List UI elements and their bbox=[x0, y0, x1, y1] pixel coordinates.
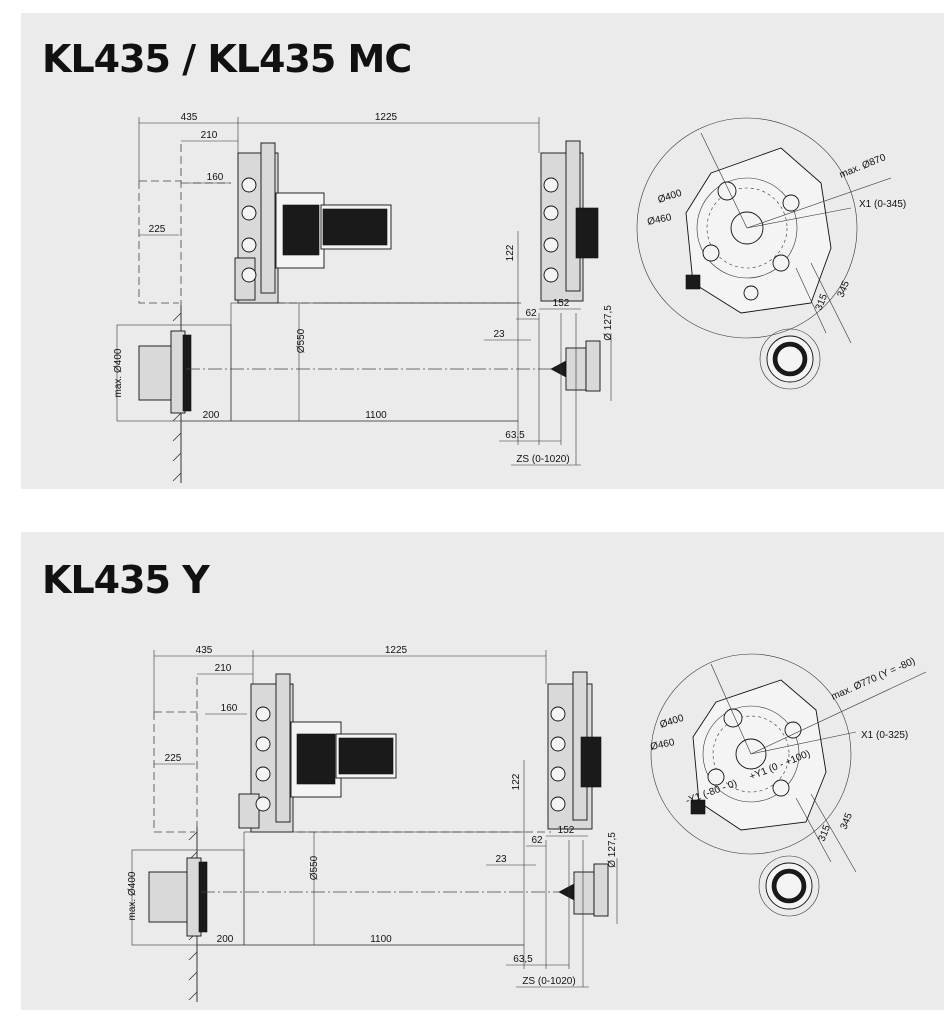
dim-63: 63,5 bbox=[513, 954, 533, 965]
dim-435: 435 bbox=[181, 112, 198, 123]
dim-max-400: max. Ø400 bbox=[113, 348, 124, 397]
chuck: max. Ø400 bbox=[113, 324, 232, 422]
dim-435: 435 bbox=[196, 645, 213, 656]
panel-title: KL435 / KL435 MC bbox=[42, 37, 412, 81]
turret-max-diameter: max. Ø870 bbox=[838, 152, 888, 181]
dim-23: 23 bbox=[495, 854, 507, 865]
dim-225: 225 bbox=[149, 224, 166, 235]
turret-max-diameter: max. Ø770 (Y = -80) bbox=[830, 656, 917, 703]
dim-152: 152 bbox=[558, 825, 575, 836]
turret-d400: Ø400 bbox=[657, 188, 684, 206]
dim-1100: 1100 bbox=[365, 410, 387, 421]
technical-drawing: 435 1225 210 160 225 bbox=[127, 645, 927, 1002]
panel-title: KL435 Y bbox=[42, 558, 210, 602]
dim-62: 62 bbox=[525, 308, 537, 319]
technical-drawing: 435 1225 210 160 225 bbox=[113, 112, 906, 483]
dim-550: Ø550 bbox=[309, 855, 320, 880]
right-turret bbox=[547, 671, 602, 830]
dim-200: 200 bbox=[203, 410, 220, 421]
tailstock: Ø 127,5 bbox=[558, 832, 618, 924]
dim-200: 200 bbox=[217, 934, 234, 945]
dim-1100: 1100 bbox=[370, 934, 392, 945]
dim-1225: 1225 bbox=[375, 112, 398, 123]
drawing-panel-kl435y: KL435 Y 435 1225 210 160 225 bbox=[21, 532, 944, 1010]
dim-zs: ZS (0-1020) bbox=[522, 976, 575, 987]
left-turret bbox=[234, 142, 392, 304]
dim-zs: ZS (0-1020) bbox=[516, 454, 569, 465]
left-turret bbox=[238, 673, 397, 833]
dim-160: 160 bbox=[207, 172, 224, 183]
dim-127: Ø 127,5 bbox=[603, 305, 614, 341]
dim-122: 122 bbox=[511, 773, 522, 790]
dim-160: 160 bbox=[221, 703, 238, 714]
turret-315: 315 bbox=[817, 823, 834, 843]
tailstock: Ø 127,5 bbox=[550, 305, 614, 401]
turret-345: 345 bbox=[839, 811, 856, 831]
turret-345: 345 bbox=[836, 279, 853, 299]
dim-63: 63,5 bbox=[505, 430, 525, 441]
dim-550: Ø550 bbox=[296, 328, 307, 353]
dim-225: 225 bbox=[165, 753, 182, 764]
turret-front-view: max. Ø870 X1 (0-345) Ø400 Ø460 345 315 bbox=[636, 117, 906, 390]
turret-d460: Ø460 bbox=[646, 212, 673, 228]
turret-front-view: max. Ø770 (Y = -80) X1 (0-325) Ø400 Ø460… bbox=[649, 653, 927, 917]
dim-152: 152 bbox=[553, 298, 570, 309]
dim-62: 62 bbox=[531, 835, 543, 846]
dim-127: Ø 127,5 bbox=[607, 832, 618, 868]
right-turret bbox=[540, 140, 599, 302]
dim-23: 23 bbox=[493, 329, 505, 340]
dim-max-400: max. Ø400 bbox=[127, 871, 138, 920]
drawing-panel-kl435: KL435 / KL435 MC 435 1225 210 bbox=[21, 13, 944, 489]
turret-x1: X1 (0-345) bbox=[859, 199, 906, 210]
turret-315: 315 bbox=[814, 292, 831, 312]
dim-210: 210 bbox=[215, 663, 232, 674]
dim-1225: 1225 bbox=[385, 645, 408, 656]
dim-210: 210 bbox=[201, 130, 218, 141]
turret-x1: X1 (0-325) bbox=[861, 730, 908, 741]
turret-d460: Ø460 bbox=[649, 737, 676, 753]
turret-d400: Ø400 bbox=[659, 713, 686, 731]
dim-122: 122 bbox=[505, 244, 516, 261]
chuck: max. Ø400 bbox=[127, 849, 245, 946]
